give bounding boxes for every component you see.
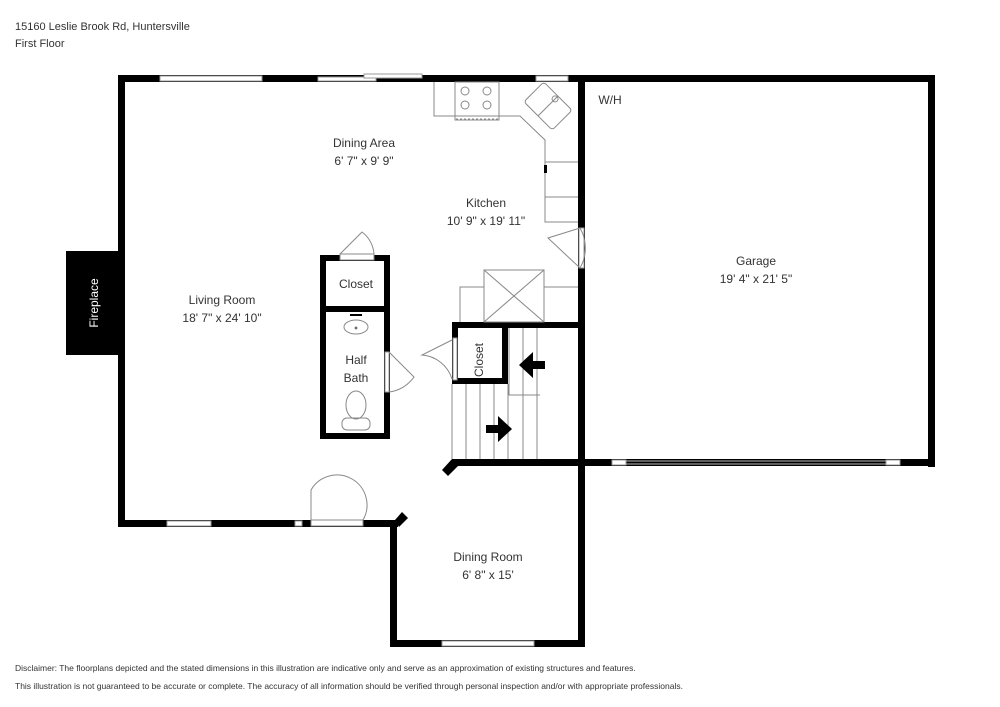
fireplace <box>66 251 118 355</box>
living-room-dims: 18' 7" x 24' 10" <box>182 311 261 325</box>
half-bath-label-1: Half <box>345 353 367 367</box>
kitchen-dims: 10' 9" x 19' 11" <box>447 214 525 228</box>
floor-label: First Floor <box>15 38 65 50</box>
fireplace-label: Fireplace <box>87 278 101 328</box>
half-bath-label-2: Bath <box>344 371 369 385</box>
stair-arrows <box>486 352 545 442</box>
disclaimer-line-2: This illustration is not guaranteed to b… <box>15 681 683 691</box>
disclaimer-line-1: Disclaimer: The floorplans depicted and … <box>15 663 636 673</box>
dining-room-dims: 6' 8" x 15' <box>462 568 514 582</box>
property-address: 15160 Leslie Brook Rd, Huntersville <box>15 21 190 33</box>
arrow-right-icon <box>486 416 512 442</box>
garage-name: Garage <box>736 254 776 268</box>
closet-label: Closet <box>339 277 374 291</box>
stair-closet-label: Closet <box>472 342 486 377</box>
kitchen-fixtures <box>433 81 578 223</box>
living-room-name: Living Room <box>189 293 256 307</box>
dining-room-name: Dining Room <box>453 550 522 564</box>
dining-area-name: Dining Area <box>333 136 395 150</box>
bath-fixtures <box>341 314 371 431</box>
dining-area-dims: 6' 7" x 9' 9" <box>334 154 393 168</box>
windows <box>159 73 901 647</box>
arrow-left-icon <box>519 352 545 378</box>
doors <box>310 227 586 527</box>
stairs <box>451 269 578 459</box>
garage-dims: 19' 4" x 21' 5" <box>720 272 792 286</box>
kitchen-name: Kitchen <box>466 196 506 210</box>
water-heater-label: W/H <box>598 93 621 107</box>
